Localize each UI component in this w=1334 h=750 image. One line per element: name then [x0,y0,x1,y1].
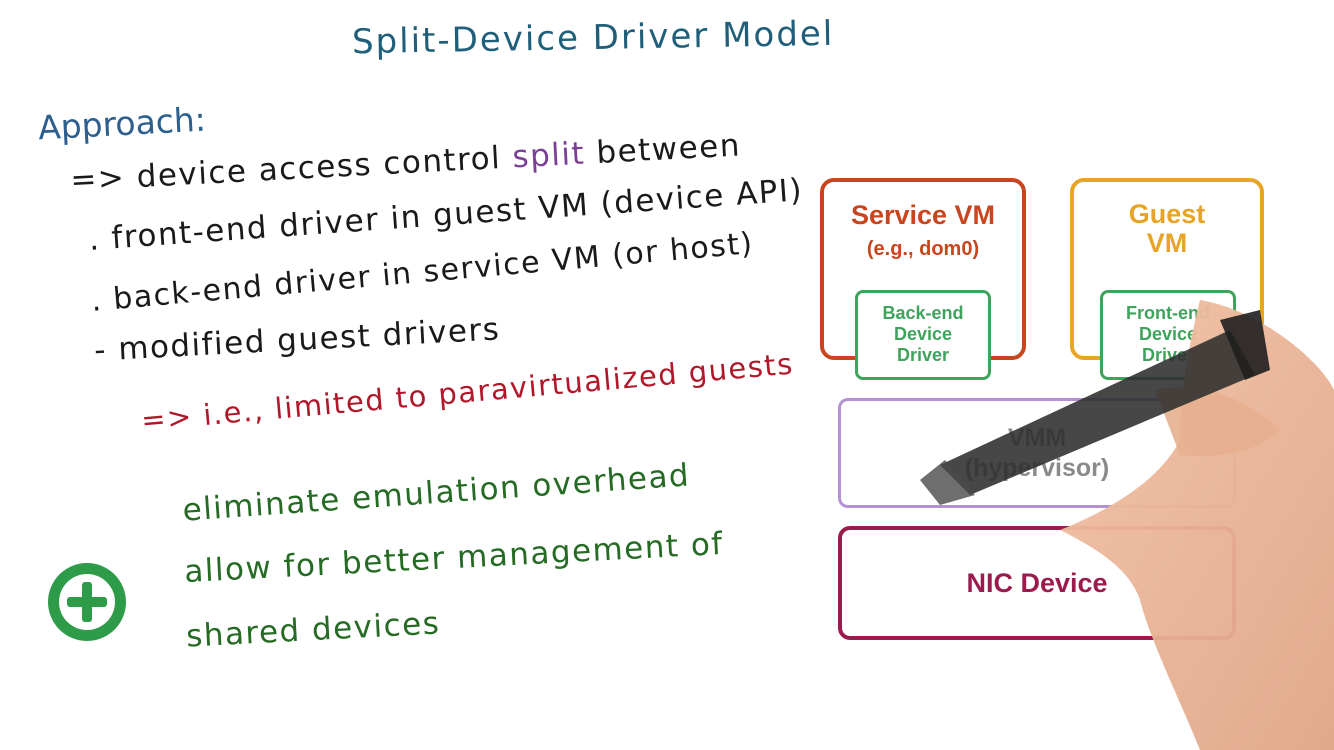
guest-vm-title-line: Guest [1128,199,1206,229]
back-end-driver-box: Back-end Device Driver [855,290,991,380]
driver-label-line: Back-end [882,303,964,323]
hand-with-marker [920,300,1334,750]
bullet-text: modified guest drivers [117,311,502,368]
bullet-marker: => [69,159,127,199]
service-vm-box: Service VM (e.g., dom0) [820,178,1026,360]
service-vm-title: Service VM [850,200,996,230]
driver-label-line: Front-end [1126,303,1210,323]
pro-line: shared devices [185,605,442,655]
bullet-marker: - [93,331,108,369]
nic-device-label: NIC Device [966,568,1108,598]
driver-label-line: Device [893,324,953,344]
service-vm-subtitle: (e.g., dom0) [866,238,980,260]
bullet-modified-drivers: - modified guest drivers [93,311,501,368]
plus-circle-icon [48,563,126,641]
bullet-text-pre: device access control [135,139,514,196]
pro-line: eliminate emulation overhead [181,457,692,529]
pro-line: allow for better management of [183,525,725,591]
bullet-text-post: between [584,127,742,172]
bullet-marker: . [89,283,104,319]
driver-label-line: Device [1138,324,1198,344]
guest-vm-title: Guest VM [1074,200,1260,258]
page-title: Split-Device Driver Model [351,13,835,63]
approach-heading: Approach: [37,99,207,148]
split-word: split [511,135,587,176]
guest-vm-title-line: VM [1146,228,1188,258]
driver-label-line: Driver [896,345,950,365]
bullet-marker: . [87,221,102,258]
